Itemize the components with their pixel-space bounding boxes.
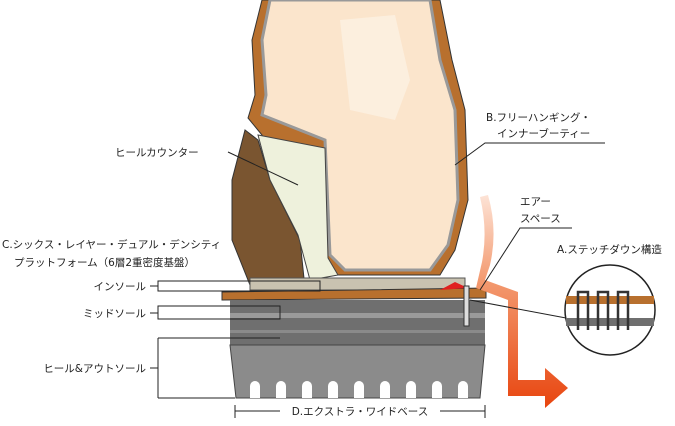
label-c-line2: プラットフォーム（6層2重密度基盤）	[14, 256, 195, 269]
label-heel-outsole: ヒール&アウトソール	[43, 363, 146, 375]
label-d-wide-base: D.エクストラ・ワイドベース	[292, 406, 429, 418]
air-space	[440, 282, 468, 290]
outsole-lugs	[250, 381, 468, 398]
airflow-arrow	[476, 195, 568, 408]
label-b-line1: B.フリーハンギング・	[486, 111, 591, 124]
inner-booty	[260, 0, 460, 272]
label-heel-counter: ヒールカウンター	[115, 147, 199, 159]
inner-booty-shading	[340, 15, 410, 120]
midsole-stripe	[230, 330, 485, 333]
label-air-line2: スペース	[520, 213, 561, 225]
midsole-stripe	[230, 313, 485, 318]
leader-lines	[150, 142, 605, 418]
label-c-line1: C.シックス・レイヤー・デュアル・デンシティ	[2, 238, 221, 251]
label-b-line2: インナーブーティー	[497, 127, 590, 140]
label-air-line1: エアー	[520, 196, 551, 208]
stitchdown-detail	[564, 264, 656, 356]
label-insole: インソール	[94, 281, 147, 293]
label-midsole: ミッドソール	[83, 308, 146, 320]
stitch-marker	[463, 285, 470, 327]
label-a-stitchdown: A.ステッチダウン構造	[557, 243, 662, 256]
insole	[249, 277, 466, 291]
outsole	[229, 344, 486, 399]
